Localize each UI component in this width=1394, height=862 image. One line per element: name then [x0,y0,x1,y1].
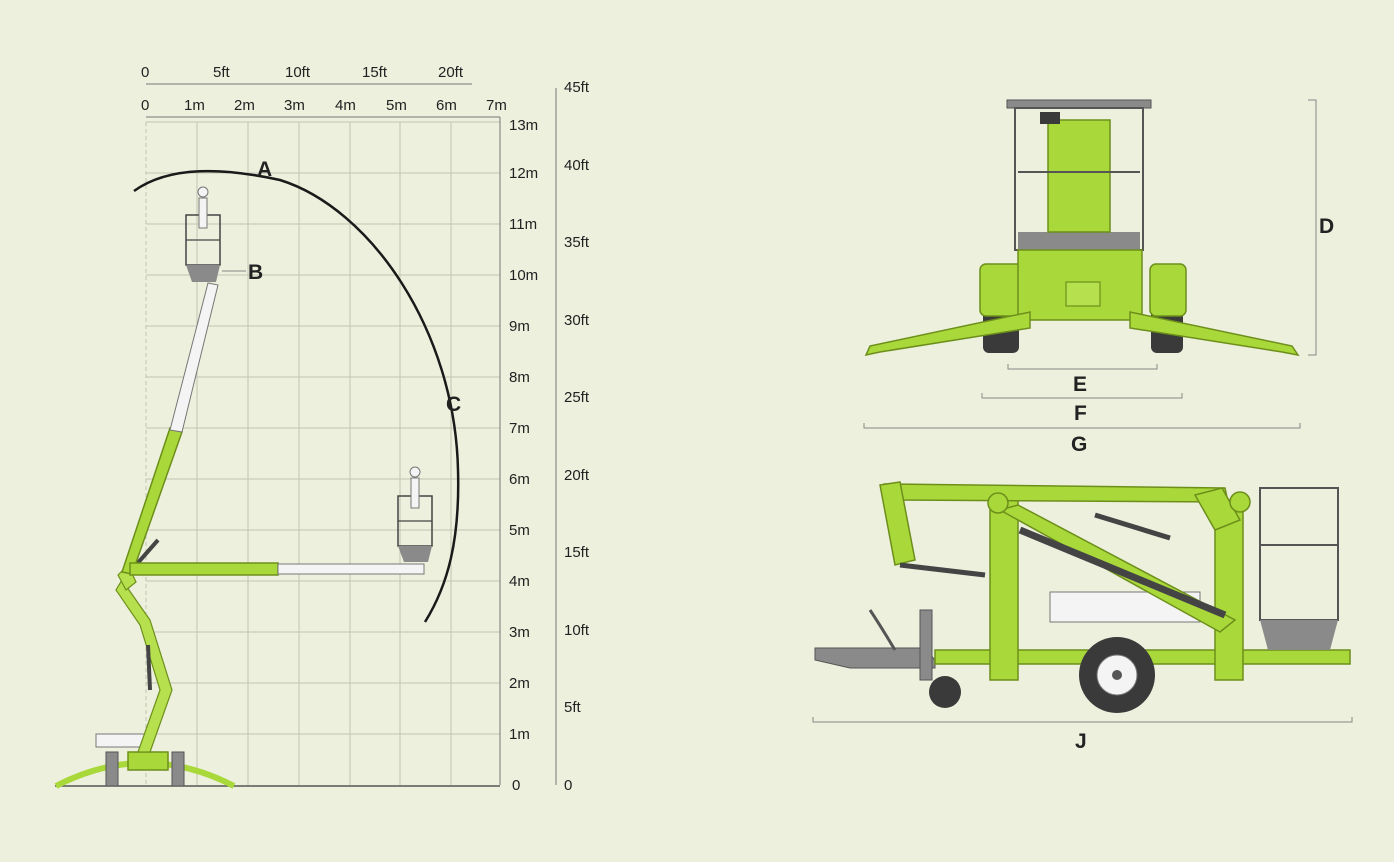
label-b: B [248,261,263,284]
right-ft-tick: 20ft [564,467,590,484]
right-m-tick: 9m [509,318,530,335]
side-front-post [1214,499,1244,681]
basket-low [397,466,433,562]
side-jockey-wheel [929,676,961,708]
right-m-tick: 5m [509,522,530,539]
front-left-outrigger [864,311,1031,357]
front-right-fender [1149,263,1187,317]
side-top-boom [883,483,1229,503]
front-basket-floor [1018,232,1140,250]
right-m-tick: 3m [509,624,530,641]
side-pivot-front [1229,491,1251,513]
top-m-tick: 1m [184,97,205,114]
right-m-tick: 4m [509,573,530,590]
side-view-diagram: J [812,481,1353,753]
label-j: J [1075,730,1087,753]
front-view-diagram: D E F G [863,99,1334,456]
dimension-j-line [812,717,1353,723]
top-m-tick: 0 [141,97,149,114]
side-jockey-post [919,609,933,681]
right-ft-tick: 35ft [564,234,590,251]
side-rear-post [989,499,1019,681]
working-envelope-curve [133,169,460,623]
side-drawbar [814,647,936,669]
top-ft-tick: 5ft [213,64,231,81]
right-ft-tick: 30ft [564,312,590,329]
dimension-f-line [981,393,1183,399]
top-m-tick: 4m [335,97,356,114]
right-ft-tick: 0 [564,777,572,794]
right-m-tick: 10m [509,267,538,284]
right-m-tick: 11m [509,216,537,233]
right-ft-tick: 45ft [564,79,590,96]
right-m-tick: 6m [509,471,530,488]
upper-boom-horizontal [129,562,425,576]
top-m-tick: 3m [284,97,305,114]
right-m-tick: 8m [509,369,530,386]
front-mast [1047,119,1111,233]
range-grid [145,121,501,785]
right-m-tick: 7m [509,420,530,437]
right-ft-tick: 10ft [564,622,590,639]
front-right-outrigger [1129,311,1300,357]
top-ft-tick: 15ft [362,64,388,81]
label-a: A [257,158,272,181]
label-g: G [1071,433,1087,456]
label-e: E [1073,373,1087,396]
right-m-tick: 12m [509,165,538,182]
front-control-box [1040,112,1060,124]
label-d: D [1319,215,1334,238]
front-platform-top [1006,99,1152,109]
basket-high [185,186,221,282]
right-ft-tick: 40ft [564,157,590,174]
side-boom-knuckle [879,481,916,566]
top-m-tick: 6m [436,97,457,114]
top-ft-tick: 10ft [285,64,311,81]
working-range-diagram: 0 5ft 10ft 15ft 20ft 0 1m 2m 3m 4m 5m 6m… [54,64,590,794]
right-ft-tick: 15ft [564,544,590,561]
right-m-tick: 13m [509,117,538,134]
right-ft-tick: 5ft [564,699,582,716]
dimension-e-line [1007,364,1158,370]
upper-boom-vertical [121,282,219,575]
top-ft-tick: 20ft [438,64,464,81]
top-ft-tick: 0 [141,64,149,81]
top-m-tick: 7m [486,97,507,114]
dimension-g-line [863,423,1301,429]
label-c: C [446,393,461,416]
side-basket-floor [1260,620,1338,650]
top-m-tick: 2m [234,97,255,114]
side-pivot-rear [987,492,1009,514]
right-m-tick: 2m [509,675,530,692]
label-f: F [1074,402,1087,425]
right-m-tick: 1m [509,726,530,743]
right-m-tick: 0 [512,777,520,794]
dimension-d-line [1308,99,1317,356]
side-boom-joint [1193,487,1242,531]
side-basket-frame [1259,487,1339,621]
right-ft-tick: 25ft [564,389,590,406]
top-m-tick: 5m [386,97,407,114]
